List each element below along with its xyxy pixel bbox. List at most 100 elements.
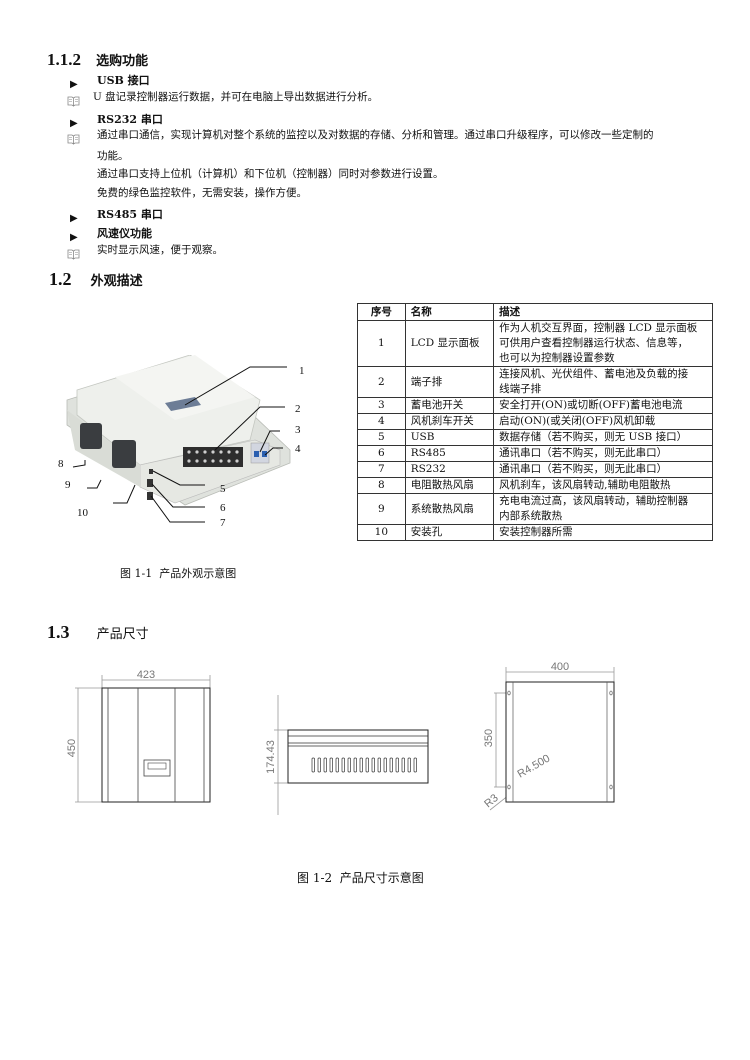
cell-desc: 数据存储（若不购买，则无 USB 接口） (493, 429, 713, 446)
section-number: 1.3 (47, 622, 70, 642)
note-text: U 盘记录控制器运行数据，并可在电脑上导出数据进行分析。 (93, 91, 379, 103)
desc-line: 充电电流过高，该风扇转动，辅助控制器 (499, 495, 689, 507)
arrow-bullet-icon: ▶ (70, 232, 78, 243)
front-view-labels: 423 450 (66, 669, 155, 757)
note-text: 实时显示风速，便于观察。 (97, 244, 223, 256)
desc-line: 连接风机、光伏组件、蓄电池及负载的接 (499, 368, 689, 380)
section-number: 1.2 (49, 269, 72, 289)
front-view-drawing (75, 675, 211, 803)
dim-radius-small: R3 (482, 792, 500, 810)
header-name: 名称 (404, 303, 495, 321)
table-row: 6 RS485 通讯串口（若不购买，则无此串口） (357, 445, 713, 462)
callout-7: 7 (220, 517, 226, 529)
cell-name: 电阻散热风扇 (404, 477, 495, 494)
cell-name: 端子排 (404, 366, 495, 398)
section-heading-1-3: 1.3 产品尺寸 (47, 622, 149, 643)
table-row: 8 电阻散热风扇 风机刹车，该风扇转动,辅助电阻散热 (357, 477, 713, 494)
cell-no: 7 (357, 461, 406, 478)
desc-line: 可供用户查看控制器运行状态、信息等， (499, 337, 689, 349)
controller-illustration (66, 354, 291, 523)
table-row: 9 系统散热风扇 充电电流过高，该风扇转动，辅助控制器内部系统散热 (357, 493, 713, 525)
option-label: RS485 串口 (97, 208, 163, 221)
dim-side-height: 174.43 (265, 740, 277, 774)
option-label: RS232 串口 (97, 113, 163, 126)
book-icon (67, 249, 80, 260)
back-view-drawing: 400 350 R4.500 R3 (482, 661, 615, 811)
cell-desc: 充电电流过高，该风扇转动，辅助控制器内部系统散热 (493, 493, 713, 525)
cell-desc: 安全打开(ON)或切断(OFF)蓄电池电流 (493, 397, 713, 414)
callout-8: 8 (58, 458, 64, 470)
note-rs232 (67, 130, 80, 149)
cell-desc: 启动(ON)(或关闭(OFF)风机卸载 (493, 413, 713, 430)
bullet-rs232: ▶ RS232 串口 (70, 111, 163, 130)
table-row: 5 USB 数据存储（若不购买，则无 USB 接口） (357, 429, 713, 446)
cell-no: 2 (357, 366, 406, 398)
bullet-anemometer: ▶ 风速仪功能 (70, 225, 152, 244)
table-row: 10 安装孔 安装控制器所需 (357, 524, 713, 541)
cell-no: 10 (357, 524, 406, 541)
cell-no: 3 (357, 397, 406, 414)
bullet-usb: ▶ USB 接口 (70, 72, 150, 91)
callout-2: 2 (295, 403, 301, 415)
cell-desc: 风机刹车，该风扇转动,辅助电阻散热 (493, 477, 713, 494)
figure-2-caption: 图 1-2 产品尺寸示意图 (297, 871, 424, 885)
cell-name: 系统散热风扇 (404, 493, 495, 525)
table-row: 2 端子排 连接风机、光伏组件、蓄电池及负载的接线端子排 (357, 366, 713, 398)
arrow-bullet-icon: ▶ (70, 213, 78, 224)
cell-desc: 通讯串口（若不购买，则无此串口） (493, 445, 713, 462)
callout-6: 6 (220, 502, 226, 514)
note-anemometer: 实时显示风速，便于观察。 (67, 244, 223, 264)
option-label: USB 接口 (97, 74, 150, 87)
arrow-bullet-icon: ▶ (70, 79, 78, 90)
book-icon (67, 134, 80, 145)
cell-desc: 作为人机交互界面，控制器 LCD 显示面板可供用户查看控制器运行状态、信息等， 也… (493, 320, 713, 367)
dim-front-height: 450 (66, 739, 78, 757)
cell-desc: 通讯串口（若不购买，则无此串口） (493, 461, 713, 478)
callout-9: 9 (65, 479, 71, 491)
cell-no: 1 (357, 320, 406, 367)
cell-no: 4 (357, 413, 406, 430)
side-view-drawing: 174.43 (265, 695, 429, 815)
arrow-bullet-icon: ▶ (70, 118, 78, 129)
note-text: 通过串口通信，实现计算机对整个系统的监控以及对数据的存储、分析和管理。通过串口升… (97, 129, 654, 141)
product-photo: 1 2 3 4 5 6 7 8 9 10 (55, 354, 325, 535)
cell-name: 安装孔 (404, 524, 495, 541)
callout-1: 1 (299, 365, 305, 377)
table-row: 1 LCD 显示面板 作为人机交互界面，控制器 LCD 显示面板可供用户查看控制… (357, 320, 713, 367)
header-desc: 描述 (493, 303, 713, 321)
callout-5: 5 (220, 483, 226, 495)
bullet-rs485: ▶ RS485 串口 (70, 206, 163, 225)
desc-line: 线端子排 (499, 383, 542, 395)
cell-desc: 安装控制器所需 (493, 524, 713, 541)
cell-name: LCD 显示面板 (404, 320, 495, 367)
section-title: 选购功能 (96, 54, 149, 69)
section-heading-1-1-2: 1.1.2 选购功能 (47, 50, 148, 70)
section-heading-1-2: 1.2 外观描述 (49, 269, 143, 290)
dim-back-width: 400 (551, 661, 569, 673)
figure-1-caption: 图 1-1 产品外观示意图 (120, 567, 237, 580)
section-number: 1.1.2 (47, 50, 81, 69)
cell-name: RS485 (404, 445, 495, 462)
table-row: 3 蓄电池开关 安全打开(ON)或切断(OFF)蓄电池电流 (357, 397, 713, 414)
callout-3: 3 (295, 424, 301, 436)
desc-line: 内部系统散热 (499, 510, 563, 522)
cell-name: RS232 (404, 461, 495, 478)
note-text: 通过串口支持上位机（计算机）和下位机（控制器）同时对参数进行设置。 (97, 168, 444, 180)
cell-no: 6 (357, 445, 406, 462)
section-title: 外观描述 (90, 274, 143, 289)
table-row: 7 RS232 通讯串口（若不购买，则无此串口） (357, 461, 713, 478)
table-header-row: 序号 名称 描述 (357, 303, 713, 321)
note-text: 功能。 (97, 150, 129, 162)
cell-desc: 连接风机、光伏组件、蓄电池及负载的接线端子排 (493, 366, 713, 398)
cell-name: 蓄电池开关 (404, 397, 495, 414)
desc-line: 作为人机交互界面，控制器 LCD 显示面板 (499, 322, 698, 334)
header-no: 序号 (357, 303, 406, 321)
option-label: 风速仪功能 (97, 227, 152, 240)
cell-name: USB (404, 429, 495, 446)
desc-line: 也可以为控制器设置参数 (499, 352, 615, 364)
book-icon (67, 96, 80, 107)
cell-name: 风机刹车开关 (404, 413, 495, 430)
table-row: 4 风机刹车开关 启动(ON)(或关闭(OFF)风机卸载 (357, 413, 713, 430)
callout-4: 4 (295, 443, 301, 455)
note-text: 免费的绿色监控软件，无需安装，操作方便。 (97, 187, 307, 199)
